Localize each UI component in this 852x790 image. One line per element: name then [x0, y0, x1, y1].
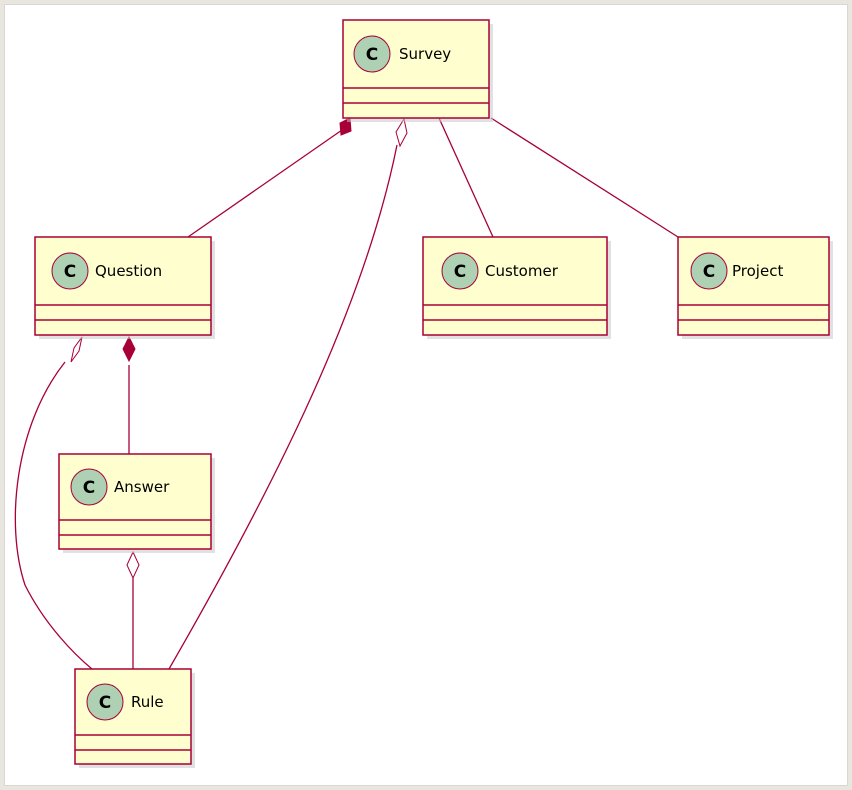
class-project[interactable]: C Project	[677, 236, 833, 339]
stereotype-letter: C	[703, 262, 715, 282]
class-rule[interactable]: C Rule	[74, 668, 195, 768]
aggregation-diamond-icon	[70, 336, 83, 363]
class-stereotype-icon	[86, 683, 124, 721]
class-stereotype-icon	[690, 252, 728, 290]
composition-diamond-icon	[122, 335, 136, 363]
stereotype-letter: C	[366, 45, 378, 65]
diagram-canvas: C Survey C Question C Customer	[4, 4, 848, 786]
class-name: Rule	[131, 693, 164, 711]
stereotype-letter: C	[454, 262, 466, 282]
aggregation-diamond-icon	[126, 550, 140, 580]
relation-survey-question	[187, 129, 343, 238]
relation-survey-customer	[438, 117, 494, 238]
class-stereotype-icon	[353, 35, 391, 73]
class-name: Question	[95, 262, 162, 280]
relation-survey-project	[490, 117, 679, 238]
class-question[interactable]: C Question	[34, 236, 215, 339]
relations	[14, 117, 679, 670]
class-answer[interactable]: C Answer	[58, 453, 215, 553]
class-customer[interactable]: C Customer	[422, 236, 611, 339]
stereotype-letter: C	[64, 262, 76, 282]
class-name: Survey	[399, 45, 451, 63]
class-name: Answer	[114, 478, 170, 496]
class-name: Project	[732, 262, 783, 280]
relation-question-rule	[14, 361, 93, 670]
aggregation-diamond-icon	[395, 117, 408, 148]
class-stereotype-icon	[70, 468, 108, 506]
uml-class-diagram: C Survey C Question C Customer	[14, 19, 833, 768]
class-stereotype-icon	[51, 252, 89, 290]
class-survey[interactable]: C Survey	[342, 19, 493, 122]
class-stereotype-icon	[441, 252, 479, 290]
class-name: Customer	[485, 262, 559, 280]
stereotype-letter: C	[83, 478, 95, 498]
relation-survey-rule	[168, 144, 398, 670]
stereotype-letter: C	[99, 693, 111, 713]
composition-diamond-icon	[339, 117, 352, 136]
